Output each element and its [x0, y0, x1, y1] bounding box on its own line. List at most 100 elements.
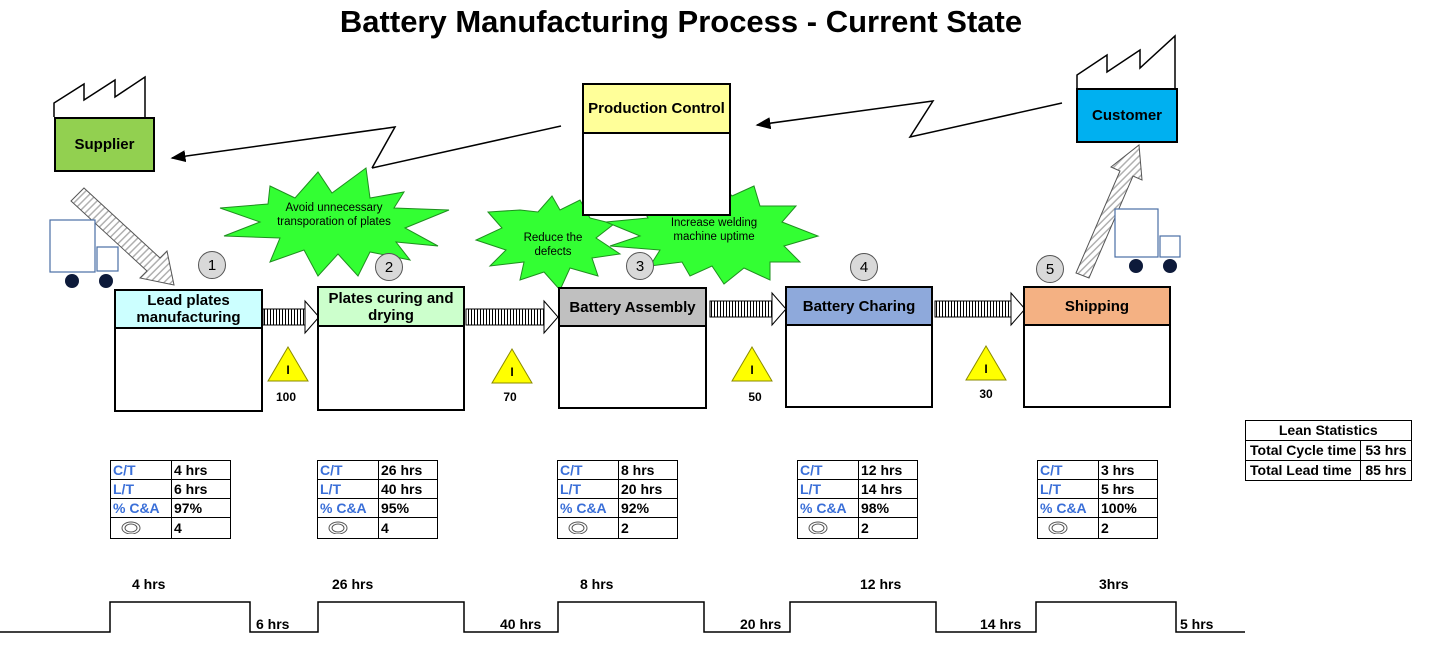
- push-arrow-3: [709, 291, 787, 327]
- inventory-triangle-3: [731, 346, 773, 382]
- metric-value: 2: [858, 517, 918, 539]
- page-title: Battery Manufacturing Process - Current …: [339, 4, 1023, 39]
- supplier-factory-roof: [53, 75, 146, 117]
- metric-value: 98%: [858, 498, 918, 518]
- inventory-triangle-4: [965, 345, 1007, 381]
- metric-value: 40 hrs: [378, 479, 438, 499]
- metric-value: 3 hrs: [1098, 460, 1158, 480]
- metric-value: 20 hrs: [618, 479, 678, 499]
- metric-value: 2: [1098, 517, 1158, 539]
- process-body-1: [114, 327, 263, 412]
- process-name-4: Battery Charing: [802, 297, 916, 315]
- kaizen-burst-text-2: Reduce the defects: [523, 232, 583, 258]
- production-control-body: [582, 132, 731, 216]
- timeline-process-time-2: 26 hrs: [332, 576, 374, 592]
- control-to-supplier-line: [371, 125, 562, 169]
- push-arrow-2: [465, 299, 559, 335]
- process-number-1: 1: [198, 251, 226, 279]
- push-arrow-1: [262, 299, 320, 335]
- process-body-5: [1023, 324, 1171, 408]
- process-name-3: Battery Assembly: [569, 298, 696, 316]
- timeline-process-time-1: 4 hrs: [132, 576, 166, 592]
- timeline-ladder: [0, 601, 1245, 633]
- operator-icon: [568, 521, 588, 535]
- process-name-2: Plates curing and drying: [328, 289, 454, 324]
- process-body-2: [317, 325, 465, 411]
- operator-cell: [1037, 517, 1099, 539]
- operator-icon: [121, 521, 141, 535]
- process-header-5: Shipping: [1023, 286, 1171, 326]
- metric-key: C/T: [797, 460, 859, 480]
- inventory-quantity-4: 30: [979, 387, 993, 401]
- kaizen-burst-text-1: Avoid unnecessary transporation of plate…: [277, 202, 391, 228]
- metric-value: 14 hrs: [858, 479, 918, 499]
- operator-cell: [317, 517, 379, 539]
- lean-stat-value: 85 hrs: [1360, 460, 1412, 481]
- lean-statistics-title: Lean Statistics: [1245, 420, 1412, 441]
- metric-value: 8 hrs: [618, 460, 678, 480]
- metric-value: 100%: [1098, 498, 1158, 518]
- timeline-process-time-5: 3hrs: [1099, 576, 1129, 592]
- inventory-triangle-2: [491, 348, 533, 384]
- lean-stat-value: 53 hrs: [1360, 440, 1412, 461]
- metric-key: C/T: [317, 460, 379, 480]
- metric-value: 92%: [618, 498, 678, 518]
- process-name-5: Shipping: [1064, 297, 1130, 315]
- process-header-3: Battery Assembly: [558, 287, 707, 327]
- inventory-quantity-1: 100: [275, 390, 297, 404]
- metric-key: C/T: [557, 460, 619, 480]
- process-number-2: 2: [375, 253, 403, 281]
- process-name-1: Lead plates manufacturing: [136, 292, 241, 326]
- timeline-wait-time-3: 20 hrs: [740, 616, 782, 632]
- metric-key: % C&A: [110, 498, 172, 518]
- customer-to-control-info-arrow: [755, 100, 1063, 139]
- metric-value: 95%: [378, 498, 438, 518]
- process-body-3: [558, 325, 707, 409]
- metric-key: % C&A: [317, 498, 379, 518]
- metric-key: C/T: [1037, 460, 1099, 480]
- process-number-3: 3: [626, 252, 654, 280]
- supplier-shipment-arrow: [70, 187, 175, 286]
- metric-key: % C&A: [557, 498, 619, 518]
- process-number-4: 4: [850, 253, 878, 281]
- metric-key: % C&A: [797, 498, 859, 518]
- lean-stat-label: Total Cycle time: [1244, 440, 1362, 461]
- metric-key: % C&A: [1037, 498, 1099, 518]
- customer-shipment-arrow: [1075, 144, 1143, 279]
- process-number-5: 5: [1036, 255, 1064, 283]
- customer-label: Customer: [1091, 107, 1162, 124]
- metric-value: 26 hrs: [378, 460, 438, 480]
- metric-value: 5 hrs: [1098, 479, 1158, 499]
- lean-stat-label: Total Lead time: [1244, 460, 1362, 481]
- metric-value: 2: [618, 517, 678, 539]
- supplier-truck-icon: [49, 219, 119, 288]
- metric-value: 4: [378, 517, 438, 539]
- process-header-1: Lead plates manufacturing: [114, 289, 263, 329]
- timeline-process-time-3: 8 hrs: [580, 576, 614, 592]
- inventory-quantity-2: 70: [503, 390, 517, 404]
- customer-factory-roof: [1076, 34, 1176, 89]
- metric-key: L/T: [797, 479, 859, 499]
- timeline-wait-time-4: 14 hrs: [980, 616, 1022, 632]
- metric-value: 12 hrs: [858, 460, 918, 480]
- timeline-wait-time-2: 40 hrs: [500, 616, 542, 632]
- inventory-symbol-3: I: [750, 363, 754, 377]
- timeline-wait-time-1: 6 hrs: [256, 616, 290, 632]
- metric-key: L/T: [110, 479, 172, 499]
- kaizen-burst-2: [474, 195, 622, 291]
- operator-icon: [808, 521, 828, 535]
- timeline-wait-time-5: 5 hrs: [1180, 616, 1214, 632]
- process-body-4: [785, 324, 933, 408]
- supplier-label: Supplier: [74, 136, 135, 153]
- metric-key: L/T: [1037, 479, 1099, 499]
- operator-cell: [557, 517, 619, 539]
- kaizen-burst-1: [219, 167, 450, 277]
- inventory-symbol-1: I: [286, 363, 290, 377]
- operator-icon: [1048, 521, 1068, 535]
